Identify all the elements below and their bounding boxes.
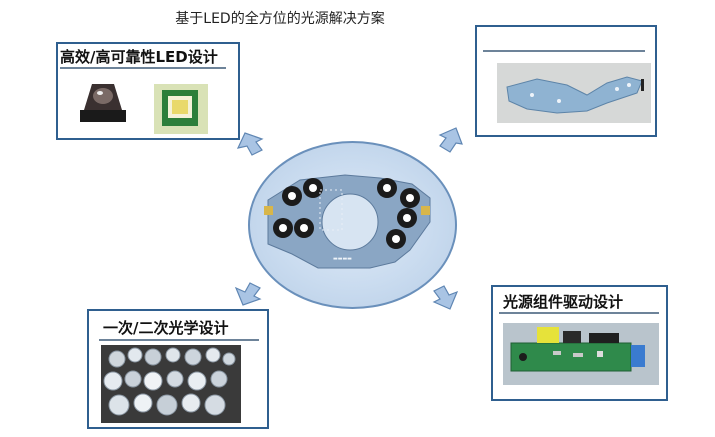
led-lenses-collection-image xyxy=(101,345,241,423)
svg-text:▬▬▬▬: ▬▬▬▬ xyxy=(333,256,352,262)
arrow-to-bottom-right xyxy=(432,285,459,310)
panel-underline xyxy=(483,50,645,52)
led-driver-board-image xyxy=(503,323,659,385)
panel-images xyxy=(80,84,208,134)
led-cluster-right xyxy=(377,178,430,249)
arrow-to-top-right xyxy=(438,127,463,153)
panel-driver-design: 光源组件驱动设计 xyxy=(491,285,668,401)
led-cluster-left xyxy=(264,178,323,238)
panel-images xyxy=(497,63,651,123)
panel-underline xyxy=(99,339,259,341)
panel-title: 一次/二次光学设计 xyxy=(103,319,229,337)
panel-optics-design: 一次/二次光学设计 xyxy=(87,309,269,429)
panel-images xyxy=(101,345,241,423)
panel-title: 高效/高可靠性LED设计 xyxy=(60,48,218,66)
ceramic-led-chip-image xyxy=(154,84,208,134)
arrow-to-bottom-left xyxy=(234,282,262,306)
panel-heatsink-design xyxy=(475,25,657,137)
led-pcb-module: ▬▬▬▬ xyxy=(264,174,431,269)
diagram-title: 基于LED的全方位的光源解决方案 xyxy=(175,11,385,27)
dome-led-package-image xyxy=(80,84,126,122)
panel-led-design: 高效/高可靠性LED设计 xyxy=(56,42,240,140)
panel-title: 光源组件驱动设计 xyxy=(503,293,624,311)
panel-underline xyxy=(60,67,226,69)
heatsink-plate-image xyxy=(497,63,651,123)
arrow-to-top-left xyxy=(236,132,264,156)
panel-underline xyxy=(499,312,659,314)
panel-images xyxy=(503,323,659,385)
